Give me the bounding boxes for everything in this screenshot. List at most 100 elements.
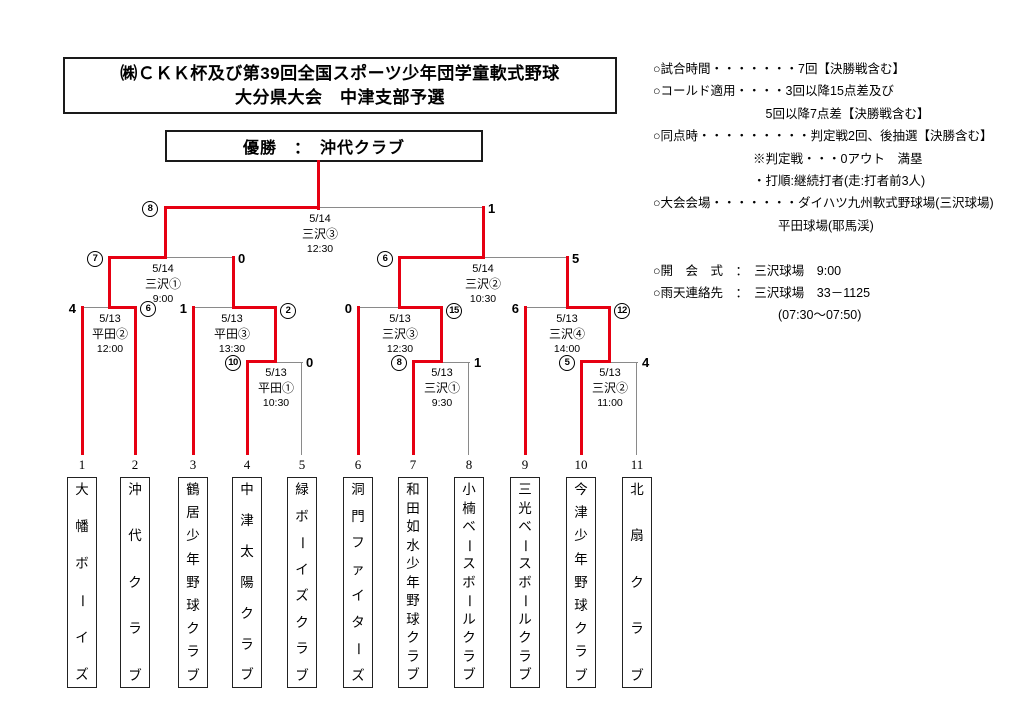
bracket-line bbox=[164, 206, 320, 209]
bracket-line bbox=[192, 307, 232, 308]
team-box-2: 沖代クラブ bbox=[120, 477, 150, 688]
bracket-line bbox=[81, 307, 108, 308]
match-venue: 三沢① bbox=[144, 277, 181, 291]
score-qf1-right: 6 bbox=[140, 300, 170, 317]
bracket-line bbox=[357, 307, 398, 308]
champion-text: 優勝 ： 沖代クラブ bbox=[242, 140, 405, 157]
match-date: 5/13 bbox=[99, 313, 121, 325]
team-box-3: 鶴居少年野球クラブ bbox=[178, 477, 208, 688]
match-label-playin-2: 5/13 三沢① 9:30 bbox=[402, 366, 482, 411]
team-box-9: 三光ベースボールクラブ bbox=[510, 477, 540, 688]
bracket-line bbox=[246, 360, 277, 363]
team-box-10: 今津少年野球クラブ bbox=[566, 477, 596, 688]
team-seed-5: 5 bbox=[298, 457, 306, 472]
score-semifinal-left-right: 0 bbox=[238, 251, 246, 266]
rule-line: ○雨天連絡先 ： 三沢球場 33－1125 bbox=[653, 286, 871, 301]
bracket-line bbox=[164, 206, 167, 259]
score-semifinal-left-left: 7 bbox=[73, 250, 103, 267]
tournament-title-line2: 大分県大会 中津支部予選 bbox=[235, 87, 445, 107]
bracket-line bbox=[636, 362, 637, 455]
score-semifinal-right-left: 6 bbox=[363, 250, 393, 267]
team-seed-11: 11 bbox=[630, 457, 644, 472]
rule-line: ※判定戦・・・0アウト 満塁 bbox=[653, 151, 923, 166]
bracket-line bbox=[524, 306, 527, 455]
team-box-4: 中津太陽クラブ bbox=[232, 477, 262, 688]
match-label-quarterfinal-1: 5/13 平田② 12:00 bbox=[70, 312, 150, 357]
match-time: 9:00 bbox=[152, 293, 174, 305]
bracket-line bbox=[398, 256, 401, 309]
team-box-7: 和田如水少年野球クラブ bbox=[398, 477, 428, 688]
rule-line: ○コールド適用・・・・3回以降15点差及び bbox=[653, 84, 894, 99]
match-label-semifinal-left: 5/14 三沢① 9:00 bbox=[123, 262, 203, 307]
team-seed-7: 7 bbox=[409, 457, 417, 472]
rules-panel: ○試合時間・・・・・・・7回【決勝戦含む】 ○コールド適用・・・・3回以降15点… bbox=[653, 58, 1021, 327]
bracket-line bbox=[580, 360, 611, 363]
match-date: 5/14 bbox=[472, 263, 494, 275]
team-box-1: 大幡ボーイズ bbox=[67, 477, 97, 688]
rule-line: ○開 会 式 ： 三沢球場 9:00 bbox=[653, 263, 842, 278]
match-label-quarterfinal-4: 5/13 三沢④ 14:00 bbox=[527, 312, 607, 357]
match-time: 12:00 bbox=[96, 343, 124, 355]
match-label-semifinal-right: 5/14 三沢② 10:30 bbox=[443, 262, 523, 307]
bracket-line bbox=[412, 360, 415, 455]
score-qf3-right: 15 bbox=[446, 302, 476, 319]
rule-line: 5回以降7点差【決勝戦含む】 bbox=[653, 106, 930, 121]
match-date: 5/13 bbox=[389, 313, 411, 325]
bracket-line bbox=[482, 206, 485, 259]
score-playin3-left: 5 bbox=[545, 354, 575, 371]
tournament-title-line1: ㈱ＣＫＫ杯及び第39回全国スポーツ少年団学童軟式野球 bbox=[120, 63, 560, 83]
match-label-final: 5/14 三沢③ 12:30 bbox=[280, 212, 360, 257]
team-box-5: 緑ボーイズクラブ bbox=[287, 477, 317, 688]
team-seed-10: 10 bbox=[574, 457, 588, 472]
team-seed-3: 3 bbox=[189, 457, 197, 472]
match-time: 10:30 bbox=[262, 397, 290, 409]
bracket-line bbox=[440, 306, 443, 363]
match-date: 5/13 bbox=[599, 367, 621, 379]
bracket-line bbox=[81, 306, 84, 455]
match-venue: 平田① bbox=[257, 381, 294, 395]
team-box-11: 北扇クラブ bbox=[622, 477, 652, 688]
bracket-line bbox=[301, 362, 302, 455]
rule-line: ○試合時間・・・・・・・7回【決勝戦含む】 bbox=[653, 62, 906, 76]
bracket-line bbox=[611, 362, 638, 363]
bracket-line bbox=[317, 160, 320, 210]
score-qf1-left: 4 bbox=[68, 301, 76, 316]
team-box-6: 洞門ファイターズ bbox=[343, 477, 373, 688]
rule-line: ○大会会場・・・・・・・ダイハツ九州軟式野球場(三沢球場) bbox=[653, 196, 994, 211]
bracket-line bbox=[398, 256, 485, 259]
score-final-right: 1 bbox=[488, 201, 496, 216]
match-time: 14:00 bbox=[553, 343, 581, 355]
bracket-line bbox=[566, 306, 611, 309]
team-box-8: 小楠ベースボールクラブ bbox=[454, 477, 484, 688]
match-date: 5/13 bbox=[221, 313, 243, 325]
match-label-quarterfinal-2: 5/13 平田③ 13:30 bbox=[192, 312, 272, 357]
match-venue: 三沢① bbox=[423, 381, 460, 395]
champion-box: 優勝 ： 沖代クラブ bbox=[165, 130, 483, 162]
bracket-line bbox=[412, 360, 443, 363]
bracket-line bbox=[580, 360, 583, 455]
team-seed-9: 9 bbox=[521, 457, 529, 472]
match-date: 5/14 bbox=[152, 263, 174, 275]
match-venue: 三沢② bbox=[591, 381, 628, 395]
match-time: 13:30 bbox=[218, 343, 246, 355]
rule-line: ・打順:継続打者(走:打者前3人) bbox=[653, 174, 926, 189]
score-final-left: 8 bbox=[128, 200, 158, 217]
score-qf4-right: 12 bbox=[614, 302, 644, 319]
bracket-line bbox=[274, 306, 277, 363]
match-venue: 三沢② bbox=[464, 277, 501, 291]
match-time: 12:30 bbox=[386, 343, 414, 355]
bracket-line bbox=[192, 306, 195, 455]
bracket-line bbox=[246, 360, 249, 455]
match-date: 5/14 bbox=[309, 213, 331, 225]
bracket-line bbox=[608, 306, 611, 363]
tournament-title: ㈱ＣＫＫ杯及び第39回全国スポーツ少年団学童軟式野球 大分県大会 中津支部予選 bbox=[63, 57, 617, 114]
score-playin2-left: 8 bbox=[377, 354, 407, 371]
match-date: 5/13 bbox=[556, 313, 578, 325]
match-venue: 平田② bbox=[91, 327, 128, 341]
bracket-line bbox=[232, 256, 235, 309]
match-time: 9:30 bbox=[431, 397, 453, 409]
match-time: 12:30 bbox=[306, 243, 334, 255]
score-qf4-left: 6 bbox=[511, 301, 519, 316]
team-seed-2: 2 bbox=[131, 457, 139, 472]
match-time: 11:00 bbox=[597, 397, 623, 409]
